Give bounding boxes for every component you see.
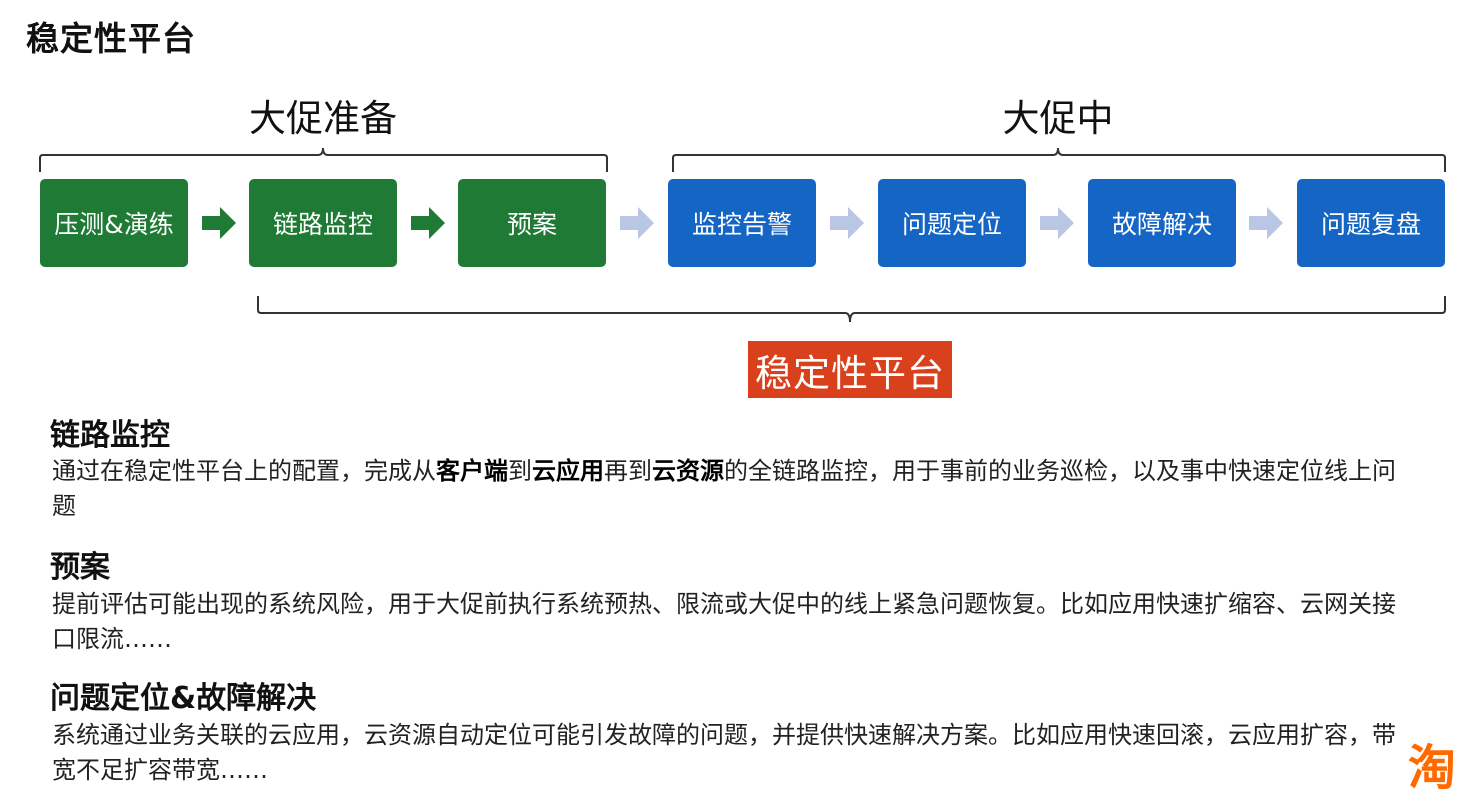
phase-label-during: 大促中 bbox=[1002, 97, 1114, 140]
section-body-locating-resolution: 系统通过业务关联的云应用，云资源自动定位可能引发故障的问题，并提供快速解决方案。… bbox=[52, 721, 1396, 784]
taobao-logo: 淘 bbox=[1408, 740, 1457, 796]
section-heading-contingency-plan: 预案 bbox=[50, 550, 110, 585]
step-fault-resolution[interactable]: 故障解决 bbox=[1088, 179, 1236, 267]
step-problem-review[interactable]: 问题复盘 bbox=[1297, 179, 1445, 267]
phase-label-prep: 大促准备 bbox=[249, 97, 397, 140]
arrow-right-icon bbox=[620, 207, 654, 239]
brace-prep bbox=[39, 147, 608, 172]
arrow-right-icon bbox=[830, 207, 864, 239]
step-contingency-plan[interactable]: 预案 bbox=[458, 179, 606, 267]
step-problem-locating[interactable]: 问题定位 bbox=[878, 179, 1026, 267]
arrow-right-icon bbox=[1040, 207, 1074, 239]
page-title: 稳定性平台 bbox=[26, 19, 196, 58]
brace-platform bbox=[257, 296, 1446, 323]
arrow-right-icon bbox=[202, 207, 236, 239]
step-monitoring-alerts[interactable]: 监控告警 bbox=[668, 179, 816, 267]
section-heading-locating-resolution: 问题定位&故障解决 bbox=[50, 681, 317, 716]
step-stress-test[interactable]: 压测&演练 bbox=[40, 179, 188, 267]
step-link-monitoring[interactable]: 链路监控 bbox=[249, 179, 397, 267]
section-heading-link-monitoring: 链路监控 bbox=[50, 418, 170, 453]
arrow-right-icon bbox=[1249, 207, 1283, 239]
section-body-link-monitoring: 通过在稳定性平台上的配置，完成从客户端到云应用再到云资源的全链路监控，用于事前的… bbox=[52, 457, 1396, 520]
section-body-contingency-plan: 提前评估可能出现的系统风险，用于大促前执行系统预热、限流或大促中的线上紧急问题恢… bbox=[52, 590, 1396, 653]
platform-badge: 稳定性平台 bbox=[748, 341, 952, 398]
arrow-right-icon bbox=[411, 207, 445, 239]
brace-lines bbox=[39, 147, 1446, 323]
brace-during bbox=[672, 147, 1446, 172]
